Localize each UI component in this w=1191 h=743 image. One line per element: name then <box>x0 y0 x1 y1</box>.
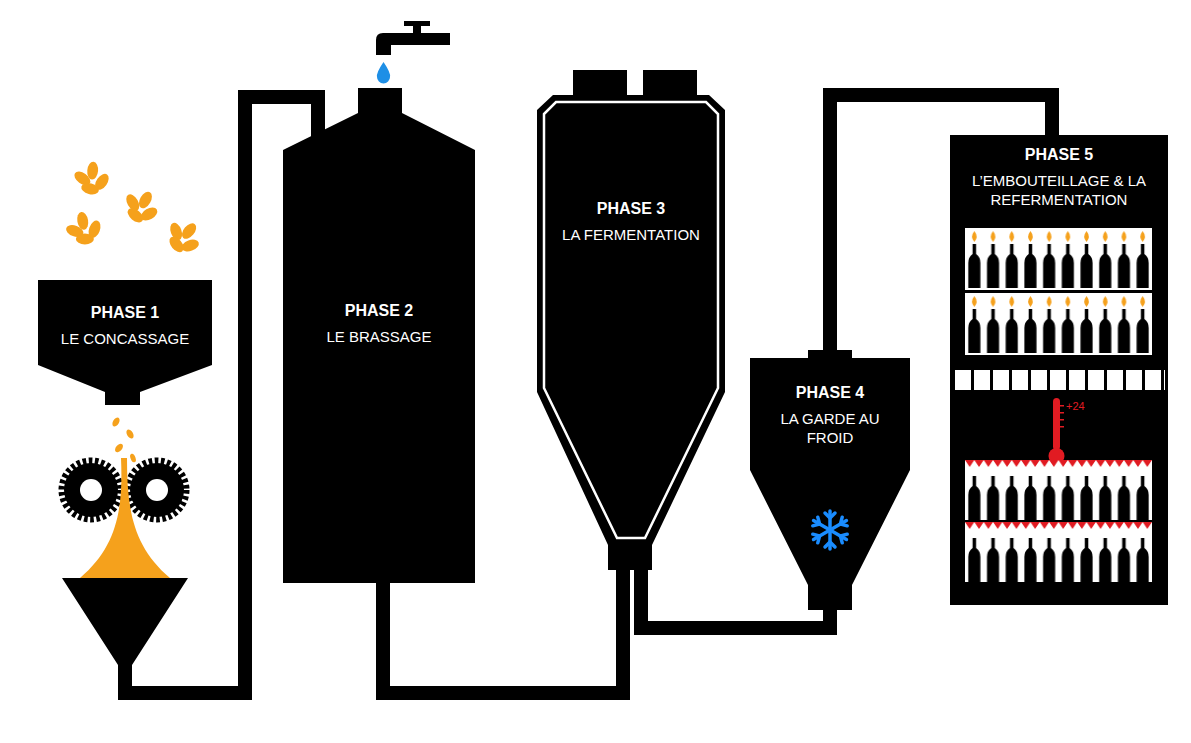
thermometer-tick <box>1060 419 1064 421</box>
node-label-block: PHASE 3 LA FERMENTATION <box>549 198 713 244</box>
snowflake-arm <box>811 516 832 534</box>
bottles <box>965 460 1152 520</box>
bottle-row <box>965 293 1152 355</box>
phase-heading: PHASE 5 <box>960 144 1158 165</box>
phase-heading: PHASE 2 <box>293 300 465 321</box>
rack-band <box>965 460 1152 520</box>
gear-hole <box>80 479 102 501</box>
roller-gear <box>62 461 120 519</box>
phase-name: LE BRASSAGE <box>293 327 465 346</box>
phase-heading: PHASE 1 <box>38 302 212 323</box>
bottling-rack: PHASE 5 L’EMBOUTEILLAGE & LA REFERMENTATI… <box>950 135 1168 605</box>
tap-stem <box>413 25 421 34</box>
node-shape <box>283 88 475 583</box>
node-shape <box>950 135 1168 605</box>
thermometer-tick <box>1060 412 1064 414</box>
fermentation-tank: PHASE 3 LA FERMENTATION <box>537 70 725 570</box>
yeast-flames <box>965 293 1152 355</box>
node-shape <box>38 280 212 685</box>
bottle-caps <box>965 522 1152 582</box>
temperature-label: +24 <box>1066 400 1085 412</box>
grain-icon <box>59 204 110 255</box>
thermometer-icon <box>1049 398 1065 464</box>
phase-heading: PHASE 3 <box>549 198 713 219</box>
shelf-separators <box>955 370 1165 390</box>
thermometer-tube <box>1053 398 1060 450</box>
grain-bit <box>113 442 124 454</box>
node-shape <box>537 70 725 570</box>
bottle-caps <box>965 460 1152 520</box>
tap-handle <box>404 21 430 26</box>
grain-icon <box>160 214 208 261</box>
grain-bit <box>111 416 121 428</box>
thermometer-bulb <box>1049 448 1065 464</box>
gear-teeth <box>128 461 186 519</box>
shelf <box>955 370 1165 390</box>
grain-icon <box>119 186 163 228</box>
water-drop <box>377 62 390 84</box>
gear-teeth <box>62 461 120 519</box>
snowflake-arm <box>828 516 849 534</box>
grain-icon <box>69 156 115 201</box>
cold-storage-tank: PHASE 4 LA GARDE AU FROID <box>750 350 910 610</box>
bottles <box>965 293 1152 355</box>
grain-bit <box>129 453 137 463</box>
snowflake-arm <box>811 526 832 544</box>
tap-body <box>376 33 450 55</box>
phase-heading: PHASE 4 <box>770 382 890 403</box>
grain-bit <box>125 428 135 440</box>
bottle-row <box>965 460 1152 520</box>
roller-gear <box>128 461 186 519</box>
node-label-block: PHASE 4 LA GARDE AU FROID <box>770 382 890 447</box>
water-tap <box>376 21 450 55</box>
yeast-flames <box>965 228 1152 290</box>
mash-tank: PHASE 2 LE BRASSAGE <box>283 88 475 583</box>
node-shape <box>750 350 910 610</box>
rack-band <box>965 228 1152 290</box>
node-outline <box>537 70 725 570</box>
phase-name: LE CONCASSAGE <box>38 329 212 348</box>
snowflake-arm <box>828 526 849 544</box>
pipe-connector <box>383 570 623 693</box>
shelf-band <box>955 370 1165 390</box>
rack-band <box>965 293 1152 355</box>
bottle-row <box>965 228 1152 290</box>
gear-body <box>64 463 118 517</box>
gear-hole <box>146 479 168 501</box>
crushed-malt-stream <box>80 458 170 578</box>
bottle-row <box>965 522 1152 582</box>
snowflake-icon <box>811 511 849 549</box>
snowflake-arm <box>825 511 835 530</box>
phase-name: LA GARDE AU FROID <box>770 409 890 447</box>
node-label-block: PHASE 2 LE BRASSAGE <box>293 300 465 346</box>
phase-name: L’EMBOUTEILLAGE & LA REFERMENTATION <box>960 171 1158 209</box>
thermometer-tick <box>1060 405 1064 407</box>
pipe-connector <box>641 570 830 628</box>
grain-bits <box>111 416 137 463</box>
bottles <box>965 522 1152 582</box>
phase-name: LA FERMENTATION <box>549 225 713 244</box>
tank-inner-line <box>544 102 718 538</box>
node-label-block: PHASE 1 LE CONCASSAGE <box>38 302 212 348</box>
rack-band <box>965 522 1152 582</box>
bottles <box>965 228 1152 290</box>
snowflake-arm <box>825 530 835 549</box>
hopper-mill: PHASE 1 LE CONCASSAGE <box>30 280 215 685</box>
node-label-block: PHASE 5 L’EMBOUTEILLAGE & LA REFERMENTATI… <box>960 144 1158 209</box>
gear-body <box>130 463 184 517</box>
thermometer-tick <box>1060 426 1064 428</box>
